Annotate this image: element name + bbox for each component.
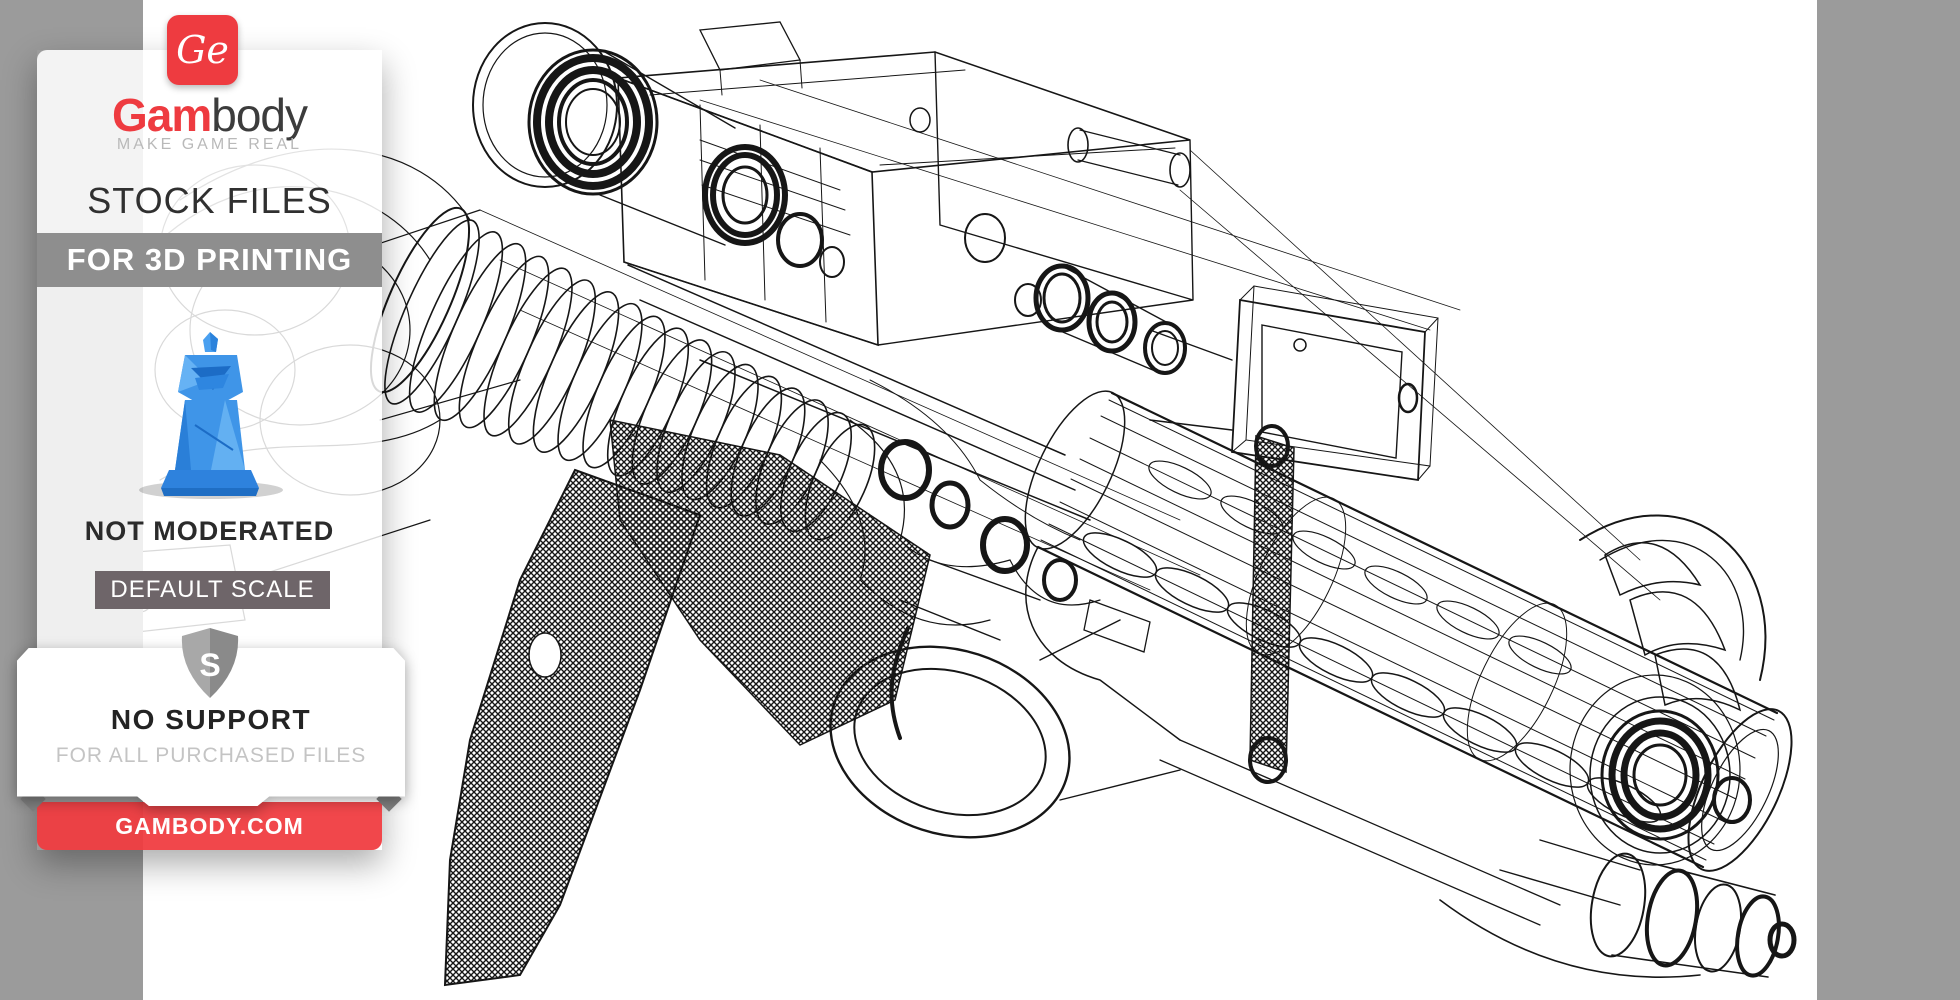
website-banner: GAMBODY.COM <box>37 802 382 850</box>
shield-letter: S <box>199 647 220 683</box>
right-gray-border <box>1817 0 1960 1000</box>
subheadline-band: FOR 3D PRINTING <box>37 233 382 287</box>
brand-name-primary: Gam <box>111 89 212 141</box>
logo-monogram: Ge <box>176 28 229 72</box>
mascot-figure-icon <box>139 332 283 499</box>
moderation-status-label: NOT MODERATED <box>84 516 335 546</box>
shield-icon: S <box>181 628 239 698</box>
headline-stock-files: STOCK FILES <box>87 180 332 221</box>
gambody-logo-icon: Ge <box>167 15 238 85</box>
default-scale-badge: DEFAULT SCALE <box>95 571 330 609</box>
brand-tagline: MAKE GAME REAL <box>116 136 303 153</box>
support-title: NO SUPPORT <box>110 704 312 735</box>
support-subtitle: FOR ALL PURCHASED FILES <box>55 744 367 767</box>
brand-wordmark: Gambody <box>37 92 382 138</box>
brand-name-secondary: body <box>211 89 308 141</box>
